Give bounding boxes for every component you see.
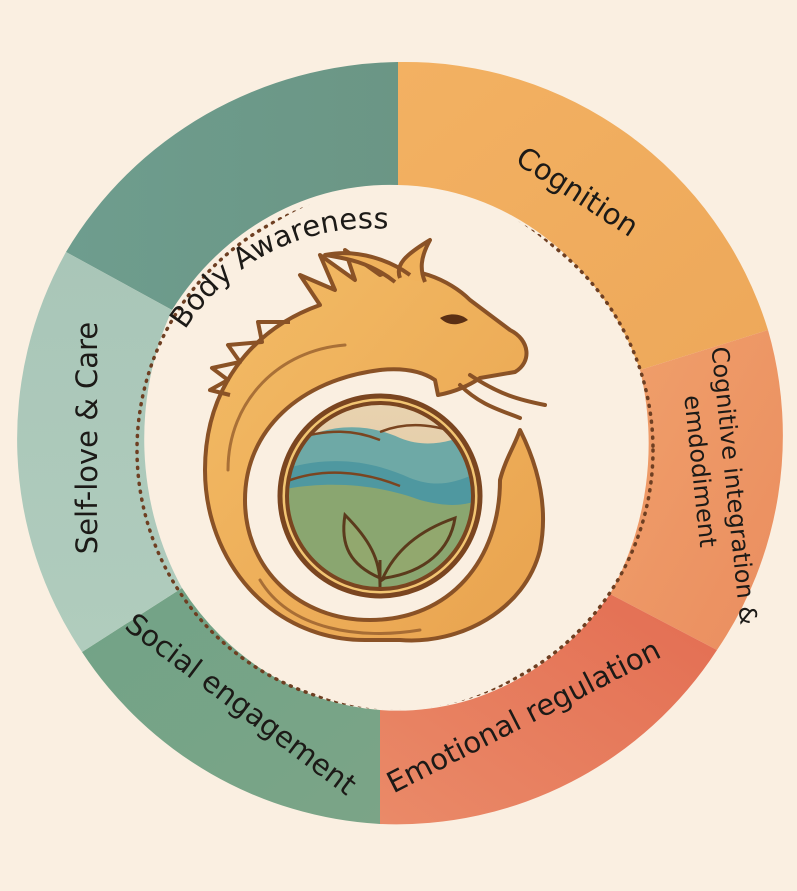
medallion-landscape — [287, 403, 473, 589]
dragon-spikes — [208, 320, 290, 397]
segment-cognitive-integration — [610, 330, 783, 650]
dragon-horns — [323, 238, 432, 284]
segment-cognition — [398, 61, 768, 371]
segment-social-engagement — [82, 588, 380, 824]
segment-ring — [17, 61, 783, 825]
segment-emotional-regulation — [380, 594, 717, 825]
segment-body-awareness — [66, 62, 398, 310]
dragon-inner-line — [226, 343, 422, 635]
segment-self-love-care — [17, 252, 182, 652]
label-self-love-care: Self-love & Care — [70, 322, 104, 554]
dragon-eye — [440, 314, 468, 325]
dragon-emblem-icon — [203, 238, 547, 643]
dragon-whiskers — [458, 373, 547, 420]
